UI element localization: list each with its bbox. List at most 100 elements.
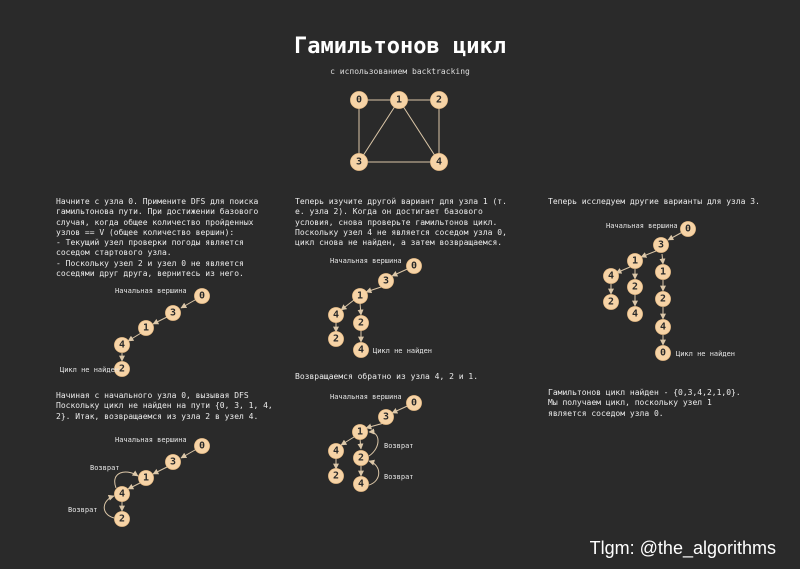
svg-text:2: 2: [358, 318, 364, 329]
tree4-node-2: 2: [328, 468, 344, 484]
step3-text: Теперь изучите другой вариант для узла 1…: [295, 197, 507, 248]
graph-node-1: 1: [390, 91, 408, 109]
step2-text: Начиная с начального узла 0, вызывая DFS…: [56, 391, 273, 421]
svg-text:0: 0: [199, 291, 205, 302]
tree1-node-2: 2: [114, 361, 130, 377]
graph-node-0: 0: [350, 91, 368, 109]
tree4-node-4: 4: [328, 443, 344, 459]
tree5-node-2b: 2: [603, 294, 619, 310]
svg-text:3: 3: [383, 276, 389, 287]
edge-1-4: [398, 99, 440, 163]
tree3-node-2: 2: [328, 331, 344, 347]
back-label: Возврат: [68, 506, 98, 514]
tree4-node-2b: 2: [353, 450, 369, 466]
svg-text:3: 3: [658, 240, 664, 251]
svg-text:3: 3: [356, 157, 362, 168]
svg-text:0: 0: [411, 398, 417, 409]
tree2-node-1: 1: [138, 470, 154, 486]
dfs-tree-2: Начальная вершина 0 3 1 4 2 Возврат Возв…: [68, 436, 210, 527]
graph-node-2: 2: [430, 91, 448, 109]
tree5-node-1: 1: [627, 253, 643, 269]
dfs-tree-3: Начальная вершина 0 3 1 4 2 2 4 Цикл не …: [328, 257, 432, 358]
svg-text:4: 4: [119, 340, 125, 351]
svg-text:1: 1: [396, 95, 402, 106]
tree3-node-2b: 2: [353, 315, 369, 331]
svg-text:4: 4: [608, 271, 614, 282]
tree4-node-4b: 4: [353, 476, 369, 492]
svg-text:0: 0: [411, 261, 417, 272]
tree5-node-4c: 4: [655, 319, 671, 335]
svg-text:4: 4: [333, 446, 339, 457]
svg-text:4: 4: [660, 322, 666, 333]
step1-text: Начните с узла 0. Примените DFS для поис…: [56, 197, 259, 279]
tree5-node-4b: 4: [627, 306, 643, 322]
page-title: Гамильтонов цикл: [294, 34, 506, 59]
svg-text:2: 2: [119, 364, 125, 375]
main-graph: 0 1 2 3 4: [350, 91, 448, 171]
svg-text:4: 4: [119, 489, 125, 500]
svg-text:2: 2: [660, 294, 666, 305]
edge-1-3: [358, 99, 400, 163]
tree1-node-0: 0: [194, 288, 210, 304]
step6-text: Гамильтонов цикл найден - {0,3,4,2,1,0}.…: [548, 388, 741, 418]
svg-text:1: 1: [143, 473, 149, 484]
svg-text:3: 3: [170, 457, 176, 468]
svg-text:1: 1: [660, 267, 666, 278]
svg-text:2: 2: [119, 514, 125, 525]
start-label: Начальная вершина: [330, 393, 402, 401]
svg-text:1: 1: [357, 427, 363, 438]
svg-text:4: 4: [436, 157, 442, 168]
svg-text:2: 2: [608, 297, 614, 308]
svg-text:3: 3: [170, 308, 176, 319]
tree3-node-3: 3: [378, 273, 394, 289]
svg-text:2: 2: [358, 453, 364, 464]
step5-text: Теперь исследуем другие варианты для узл…: [548, 197, 760, 206]
tree5-node-1b: 1: [655, 264, 671, 280]
svg-text:0: 0: [199, 441, 205, 452]
svg-text:1: 1: [632, 256, 638, 267]
tree4-node-3: 3: [378, 409, 394, 425]
svg-text:0: 0: [685, 224, 691, 235]
tree1-node-4: 4: [114, 337, 130, 353]
tree1-node-3: 3: [165, 305, 181, 321]
tree5-node-4: 4: [603, 268, 619, 284]
back-label: Возврат: [90, 464, 120, 472]
telegram-footer: Tlgm: @the_algorithms: [589, 538, 776, 558]
tree2-node-4: 4: [114, 486, 130, 502]
svg-text:0: 0: [356, 95, 362, 106]
tree2-node-2: 2: [114, 511, 130, 527]
tree3-node-4: 4: [328, 307, 344, 323]
step4-text: Возвращаемся обратно из узла 4, 2 и 1.: [295, 372, 479, 381]
svg-text:2: 2: [436, 95, 442, 106]
tree4-node-0: 0: [406, 395, 422, 411]
tree3-node-4b: 4: [353, 342, 369, 358]
tree5-node-3: 3: [653, 237, 669, 253]
back-label: Возврат: [384, 473, 414, 481]
svg-text:2: 2: [632, 282, 638, 293]
dfs-tree-5: Начальная вершина 0 3 1 4 2 2 4 1 2 4 0 …: [603, 221, 735, 361]
svg-text:3: 3: [383, 412, 389, 423]
not-found-label: Цикл не найден: [373, 347, 432, 355]
not-found-label: Цикл не найден: [676, 350, 735, 358]
svg-text:4: 4: [358, 345, 364, 356]
graph-node-3: 3: [350, 153, 368, 171]
start-label: Начальная вершина: [115, 287, 187, 295]
svg-text:2: 2: [333, 334, 339, 345]
tree5-node-0: 0: [680, 221, 696, 237]
tree5-node-0b: 0: [655, 345, 671, 361]
svg-text:0: 0: [660, 348, 666, 359]
svg-text:1: 1: [357, 291, 363, 302]
start-label: Начальная вершина: [115, 436, 187, 444]
tree3-node-1: 1: [352, 288, 368, 304]
svg-text:1: 1: [143, 323, 149, 334]
tree2-node-0: 0: [194, 438, 210, 454]
dfs-tree-4: Начальная вершина 0 3 1 4 2 2 4 Возврат …: [328, 393, 422, 492]
tree4-node-1: 1: [352, 424, 368, 440]
back-label: Возврат: [384, 442, 414, 450]
svg-text:4: 4: [333, 310, 339, 321]
graph-node-4: 4: [430, 153, 448, 171]
svg-text:2: 2: [333, 471, 339, 482]
tree2-node-3: 3: [165, 454, 181, 470]
svg-text:4: 4: [632, 309, 638, 320]
tree3-node-0: 0: [406, 258, 422, 274]
